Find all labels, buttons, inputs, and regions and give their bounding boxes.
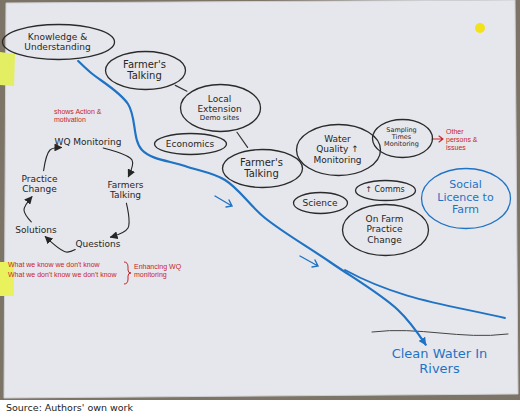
caption-strip [0, 400, 520, 418]
circled-idea: Sampling Times Monitoring [371, 118, 434, 159]
ellipse-outline [2, 25, 114, 60]
ellipse-outline [222, 149, 302, 187]
handwritten-note: What we don't know we don't know [8, 271, 117, 279]
flow-arrow [300, 256, 318, 267]
circled-idea: Farmer's Talking [221, 148, 304, 189]
ellipse-outline [154, 134, 226, 155]
idea-label: Farmer's Talking [234, 157, 289, 180]
ellipse-outline [105, 51, 185, 89]
connector-line [44, 147, 62, 170]
ellipse-outline [180, 85, 260, 132]
connector-line [45, 237, 75, 252]
circled-idea: On Farm Practice Change [341, 203, 430, 257]
ellipse-outline [342, 205, 428, 256]
sticky-note [0, 52, 15, 86]
idea-label: Farmer's Talking [117, 59, 172, 82]
idea-label: Sampling Times Monitoring [382, 127, 422, 149]
sub-label: Demo sites [192, 114, 247, 122]
idea-label: Solutions [15, 225, 58, 235]
circled-idea: Local ExtensionDemo sites [179, 83, 262, 133]
paper-sheet [4, 0, 518, 398]
idea-label: Local Extension [192, 94, 247, 115]
handwritten-note: Other persons & issues [446, 128, 482, 152]
idea-label: Practice Change [15, 174, 65, 195]
ellipse-outline [422, 168, 511, 228]
river-bank-line [372, 330, 508, 335]
flow-arrow [215, 196, 232, 207]
idea-text: Solutions [13, 224, 60, 237]
idea-label: Water Quality ↑ Monitoring [309, 134, 367, 165]
ellipse-outline [296, 125, 380, 176]
idea-label: Economics [165, 139, 215, 149]
yellow-dot [475, 23, 485, 33]
circled-idea: Social Licence to Farm [420, 167, 512, 230]
river-line [345, 270, 505, 318]
idea-label: Questions [75, 239, 121, 249]
idea-label: Social Licence to Farm [435, 179, 497, 217]
connector-line [111, 203, 130, 237]
red-bracket [124, 262, 131, 284]
idea-text: Practice Change [13, 173, 68, 196]
circled-idea: Science [292, 191, 349, 215]
ellipse-outline [355, 180, 415, 200]
connector-line [175, 85, 187, 91]
handwritten-note: What we know we don't know [8, 261, 100, 269]
ellipse-outline [372, 119, 432, 157]
idea-label: ↑ Comms [365, 185, 406, 194]
connector-line [237, 132, 248, 147]
circled-idea: Economics [153, 132, 228, 156]
idea-label: Farmers Talking [101, 180, 151, 201]
idea-text: Clean Water In Rivers [388, 346, 493, 378]
red-pointer [432, 136, 443, 142]
river-flow-arrow [78, 61, 425, 345]
handwritten-note: Enhancing WQ monitoring [134, 263, 192, 279]
idea-text: Questions [73, 238, 123, 251]
circled-idea: Water Quality ↑ Monitoring [295, 123, 382, 177]
connector-line [24, 197, 32, 222]
idea-label: Knowledge & Understanding [18, 32, 98, 53]
circled-idea: Farmer's Talking [104, 50, 187, 91]
ellipse-outline [293, 193, 347, 214]
carpet [0, 0, 520, 400]
circled-idea: ↑ Comms [354, 179, 417, 202]
circled-idea: Knowledge & Understanding [1, 23, 116, 61]
connector-line [103, 148, 132, 177]
handwritten-note: shows Action & motivation [54, 108, 104, 124]
idea-text: WQ Monitoring [52, 136, 124, 149]
idea-label: Science [302, 198, 338, 208]
idea-label: Clean Water In Rivers [390, 347, 490, 377]
idea-text: Farmers Talking [99, 179, 154, 202]
idea-label: WQ Monitoring [54, 137, 122, 147]
figure-caption: Source: Authors' own work [6, 403, 133, 414]
idea-label: On Farm Practice Change [355, 214, 415, 245]
